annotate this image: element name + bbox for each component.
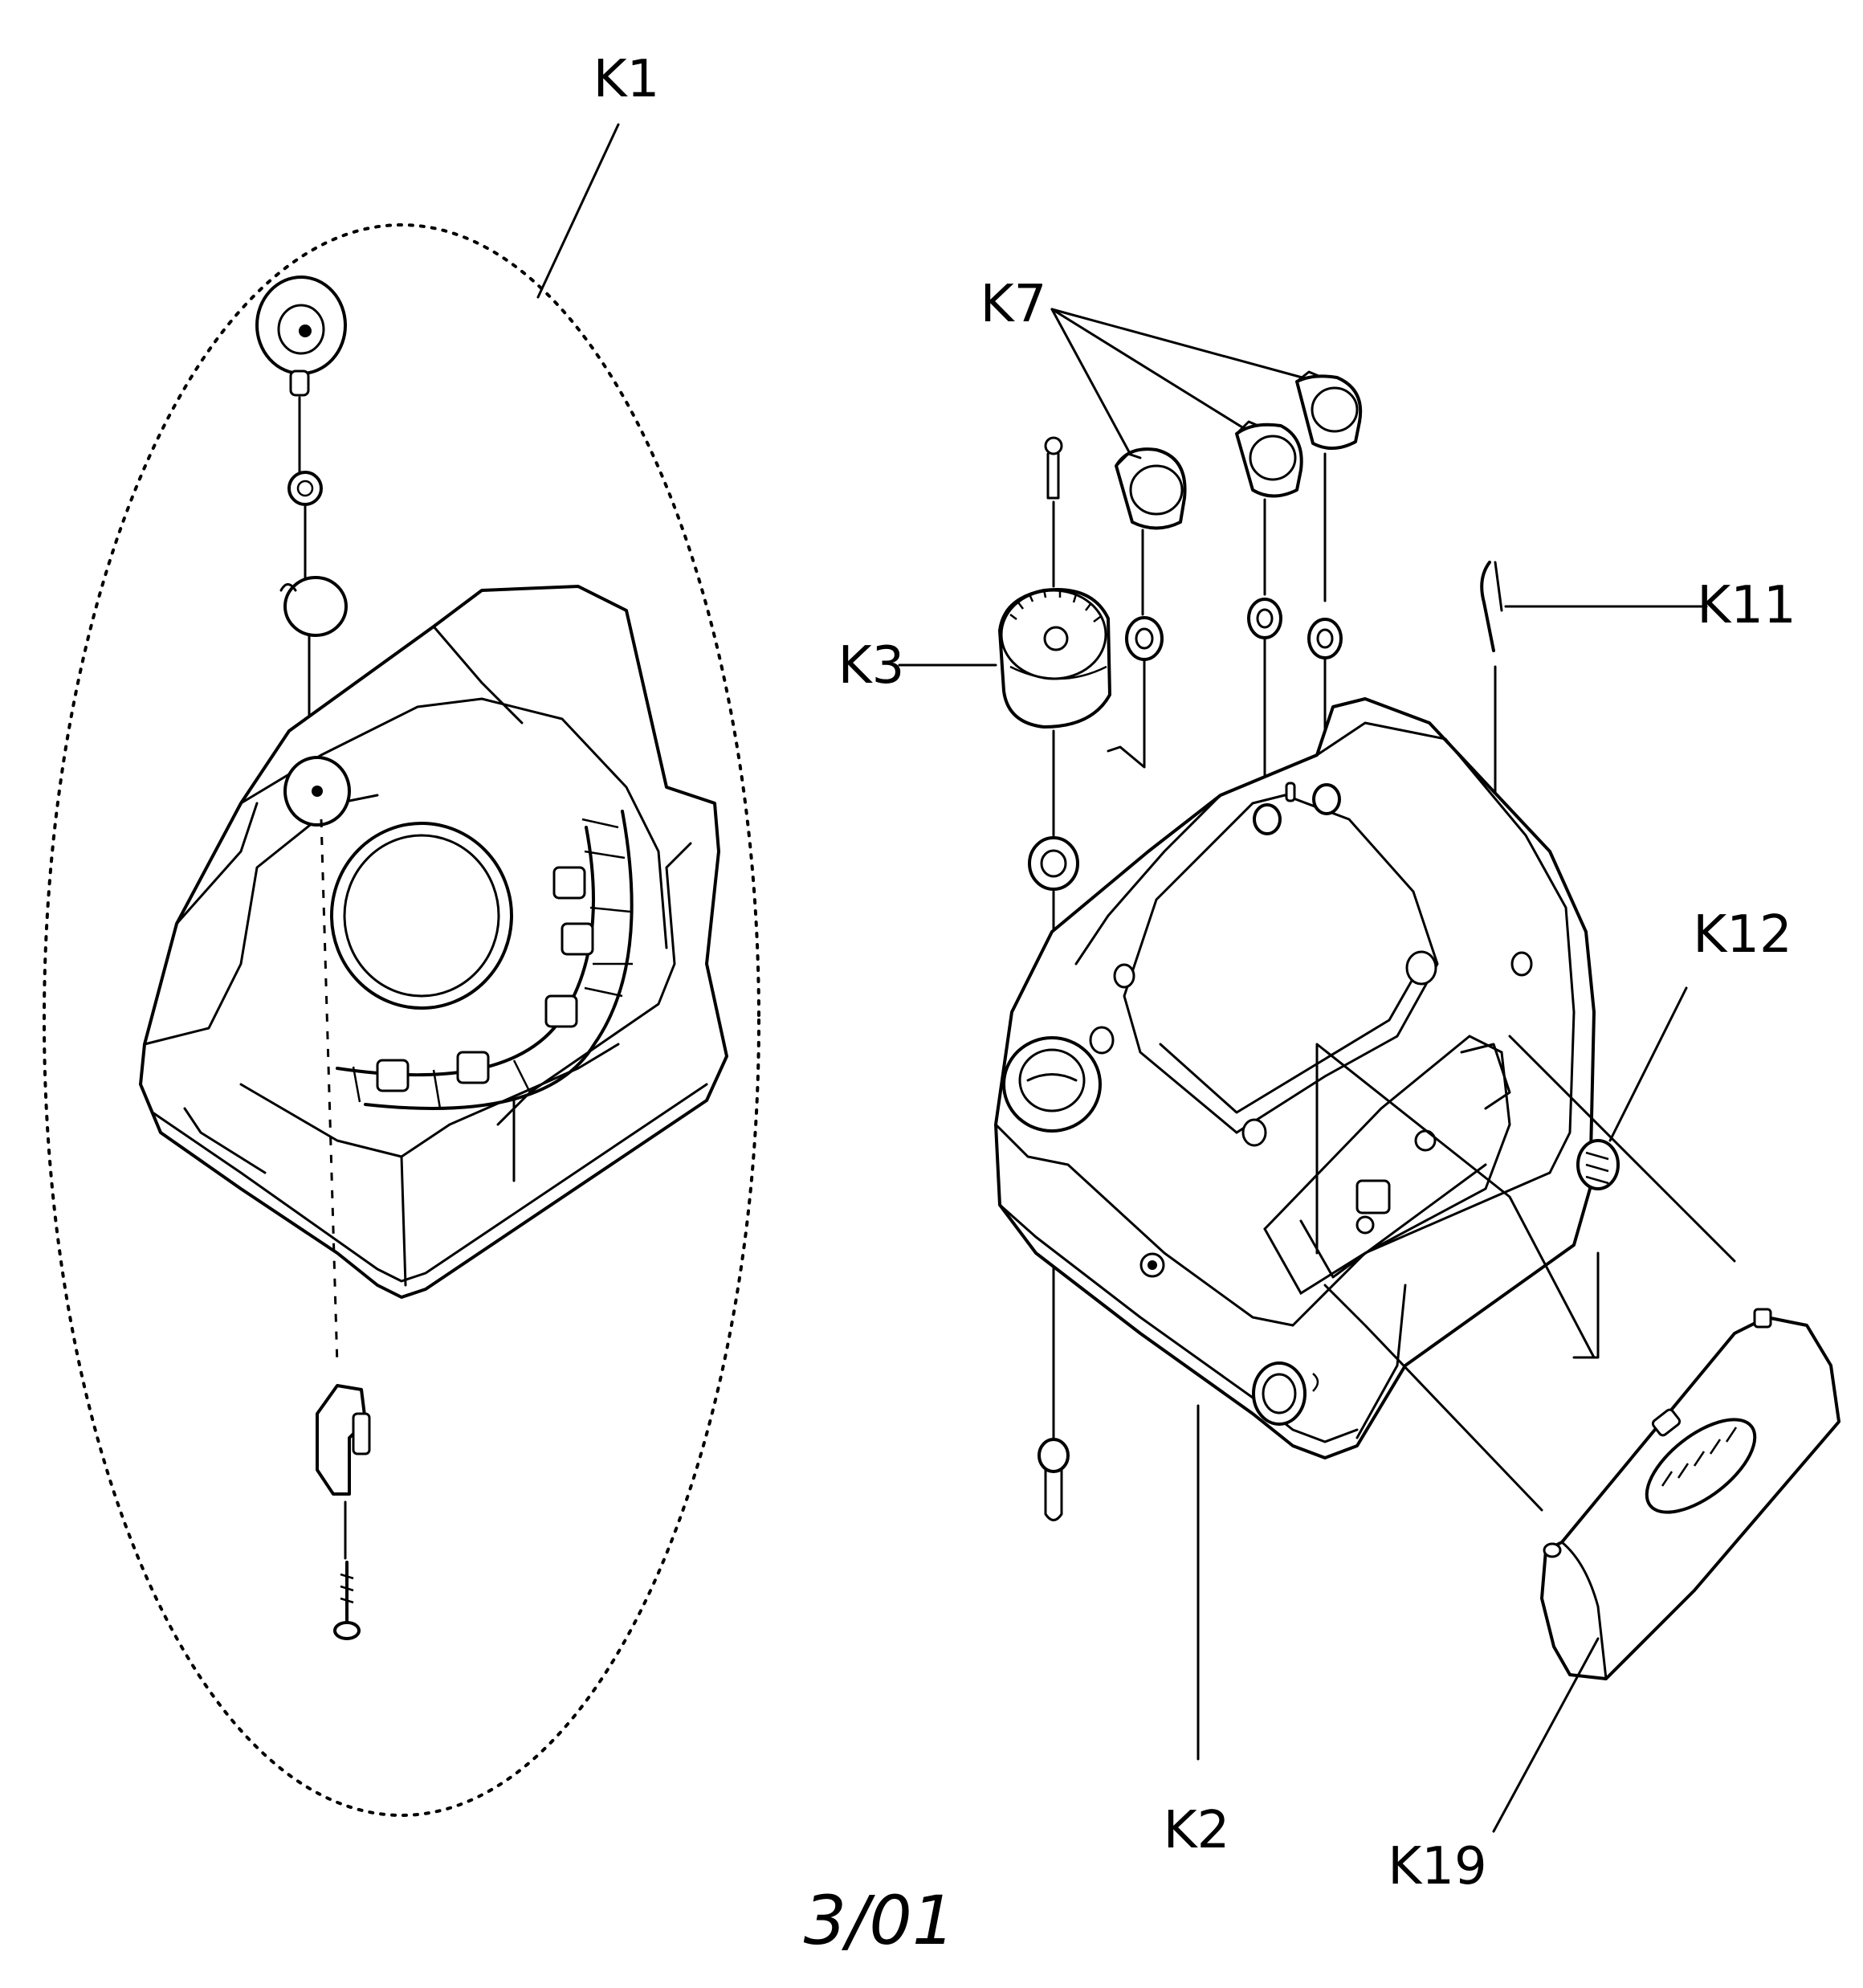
k3-dial: [998, 588, 1111, 729]
washer-left-column: [1028, 836, 1079, 891]
screw-top-left: [1044, 436, 1063, 500]
k7-knob-3: [1295, 370, 1363, 450]
washer-k7-3: [1307, 618, 1343, 659]
door-grip-oval: [1645, 1418, 1757, 1514]
screw-left: [333, 1561, 361, 1640]
label-k19: K19: [1388, 1837, 1486, 1896]
label-k11: K11: [1697, 576, 1796, 635]
label-k1: K1: [593, 50, 660, 109]
k1-upper-housing: [139, 585, 728, 1299]
dial-seat-boss: [1002, 1036, 1102, 1133]
k12-screw: [1576, 1139, 1620, 1190]
k7-knob-1: [1115, 447, 1187, 530]
k1-assembly-group: K1: [43, 50, 760, 1817]
k11-spring-pin: [1480, 561, 1503, 652]
k1-dotted-boundary: [43, 223, 760, 1817]
washer-k7-1: [1125, 616, 1164, 661]
label-k3: K3: [838, 636, 905, 696]
k19-battery-door: [1540, 1308, 1841, 1680]
top-cap-knob: [255, 276, 347, 397]
label-k12: K12: [1693, 905, 1792, 965]
right-assembly-group: K7 K3: [838, 275, 1841, 1896]
k7-knob-2: [1235, 420, 1303, 498]
small-washer: [287, 471, 323, 506]
mounting-clip: [316, 1384, 371, 1496]
washer-k7-2: [1247, 598, 1282, 639]
display-window: [330, 822, 513, 1010]
screw-bottom-left: [1037, 1438, 1070, 1521]
label-k2: K2: [1164, 1801, 1230, 1860]
lower-lens: [1252, 1361, 1307, 1426]
label-k7: K7: [980, 275, 1047, 334]
k2-lower-housing: [994, 697, 1596, 1459]
button-arc: [336, 810, 634, 1110]
revision-date: 3/01: [804, 1881, 956, 1960]
spring-ball: [279, 576, 348, 637]
